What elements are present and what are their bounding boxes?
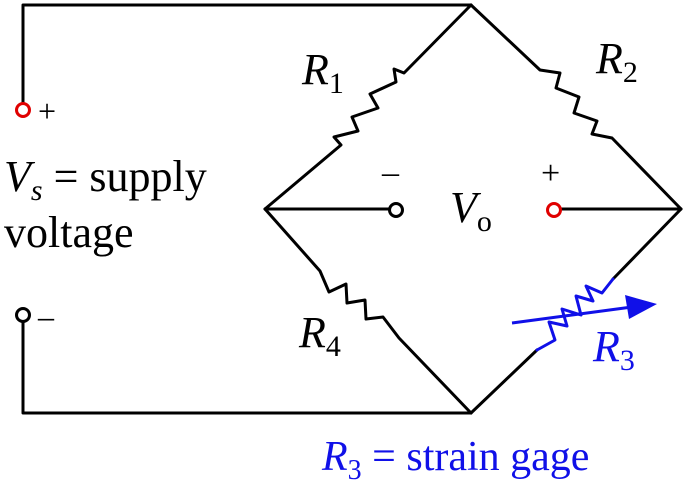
r4-resistor bbox=[263, 207, 473, 415]
supply-voltage-label-line2: voltage bbox=[4, 208, 134, 257]
output-voltage-label: Vo bbox=[450, 183, 492, 238]
r2-resistor bbox=[469, 3, 683, 211]
supply-voltage-label: Vs = supply bbox=[4, 152, 207, 207]
output-minus-label: – bbox=[381, 154, 400, 191]
supply-minus-label: – bbox=[37, 298, 55, 334]
supply-plus-label: + bbox=[38, 93, 56, 129]
r3-wire-upper bbox=[611, 207, 683, 281]
r3-label: R3 bbox=[592, 322, 635, 377]
output-plus-label: + bbox=[541, 155, 560, 192]
r2-label: R2 bbox=[595, 34, 638, 89]
output-minus-terminal bbox=[388, 202, 404, 218]
r3-wire-lower bbox=[469, 348, 539, 415]
r4-label: R4 bbox=[298, 308, 341, 363]
r1-label: R1 bbox=[301, 45, 344, 100]
supply-plus-terminal bbox=[15, 102, 31, 118]
output-plus-terminal bbox=[546, 202, 562, 218]
supply-minus-terminal bbox=[15, 307, 31, 323]
supply-top-wire bbox=[21, 3, 473, 105]
strain-gage-arrow-shaft bbox=[511, 305, 633, 325]
r1-resistor bbox=[263, 3, 473, 211]
strain-gage-caption: R3 = strain gage bbox=[321, 434, 589, 486]
strain-gage-arrow-head bbox=[625, 295, 657, 319]
supply-bottom-wire bbox=[21, 320, 473, 415]
